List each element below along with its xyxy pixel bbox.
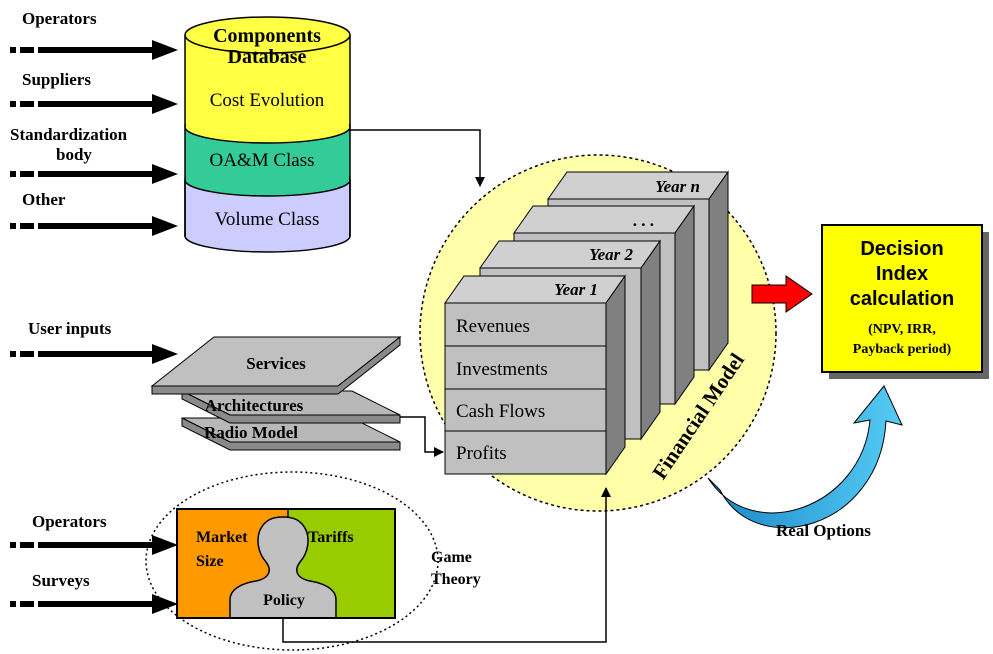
- db-oam-class: OA&M Class: [209, 150, 314, 171]
- connector-stack-to-model: [400, 416, 444, 457]
- year-cubes: Year n . . . Year 2 Year 1 Revenues Inve…: [444, 170, 729, 476]
- row-investments: Investments: [456, 359, 548, 380]
- year-1-cube: Year 1 Revenues Investments Cash Flows P…: [444, 274, 626, 476]
- decision-box: Decision Index calculation (NPV, IRR, Pa…: [821, 224, 989, 379]
- real-options-arrow: [707, 385, 903, 529]
- decision-line3: calculation: [850, 288, 954, 310]
- input-arrow-operators: [10, 40, 178, 60]
- game-theory-label-2: Theory: [431, 571, 481, 588]
- components-database: Components Database Cost Evolution OA&M …: [184, 16, 351, 253]
- db-title-1: Components: [213, 25, 321, 47]
- label-suppliers: Suppliers: [22, 70, 91, 89]
- connector-db-to-model: [350, 129, 485, 187]
- real-options-label: Real Options: [776, 521, 871, 540]
- layer-architectures-label: Architectures: [205, 396, 304, 415]
- db-top: [184, 16, 351, 54]
- connector-game-to-model: [282, 487, 611, 643]
- label-operators-bottom: Operators: [32, 512, 107, 531]
- decision-sub1: (NPV, IRR,: [868, 322, 936, 337]
- decision-sub2: Payback period): [853, 342, 952, 357]
- label-user-inputs: User inputs: [28, 319, 112, 338]
- input-arrow-other: [10, 216, 178, 236]
- input-arrow-user: [10, 344, 178, 364]
- decision-line2: Index: [876, 263, 928, 285]
- market-size-label-2: Size: [196, 553, 224, 570]
- game-theory-label-1: Game: [431, 549, 472, 566]
- input-arrows-top: [10, 40, 178, 236]
- year-dots-label: . . .: [633, 211, 654, 230]
- label-other: Other: [22, 190, 66, 209]
- row-revenues: Revenues: [456, 316, 530, 337]
- year-n-label: Year n: [655, 177, 700, 196]
- input-arrow-standardization: [10, 164, 178, 184]
- label-standardization: Standardization: [10, 125, 128, 144]
- label-body: body: [56, 145, 92, 164]
- policy-region: [229, 516, 337, 619]
- row-profits: Profits: [456, 443, 507, 464]
- input-arrow-suppliers: [10, 94, 178, 114]
- row-cash-flows: Cash Flows: [456, 401, 545, 422]
- db-volume-class: Volume Class: [215, 209, 320, 230]
- input-arrow-operators-bottom: [10, 535, 178, 555]
- db-title-2: Database: [228, 46, 307, 68]
- game-theory-ellipse: [145, 471, 439, 651]
- decision-line1: Decision: [860, 238, 943, 260]
- year-1-label: Year 1: [554, 280, 598, 299]
- layer-services-label: Services: [246, 354, 306, 373]
- market-size-label-1: Market: [196, 529, 248, 546]
- label-surveys: Surveys: [32, 571, 90, 590]
- db-cost-evolution: Cost Evolution: [210, 90, 325, 111]
- game-theory-puzzle: Market Size Tariffs Policy: [176, 508, 396, 619]
- label-operators-top: Operators: [22, 9, 97, 28]
- input-arrow-surveys: [10, 594, 178, 614]
- red-arrow: [751, 275, 813, 313]
- layer-stack: Services Architectures Radio Model: [150, 335, 402, 451]
- layer-radio-model-label: Radio Model: [204, 423, 298, 442]
- year-2-label: Year 2: [589, 245, 633, 264]
- tariffs-label: Tariffs: [308, 529, 354, 546]
- policy-label: Policy: [263, 592, 305, 609]
